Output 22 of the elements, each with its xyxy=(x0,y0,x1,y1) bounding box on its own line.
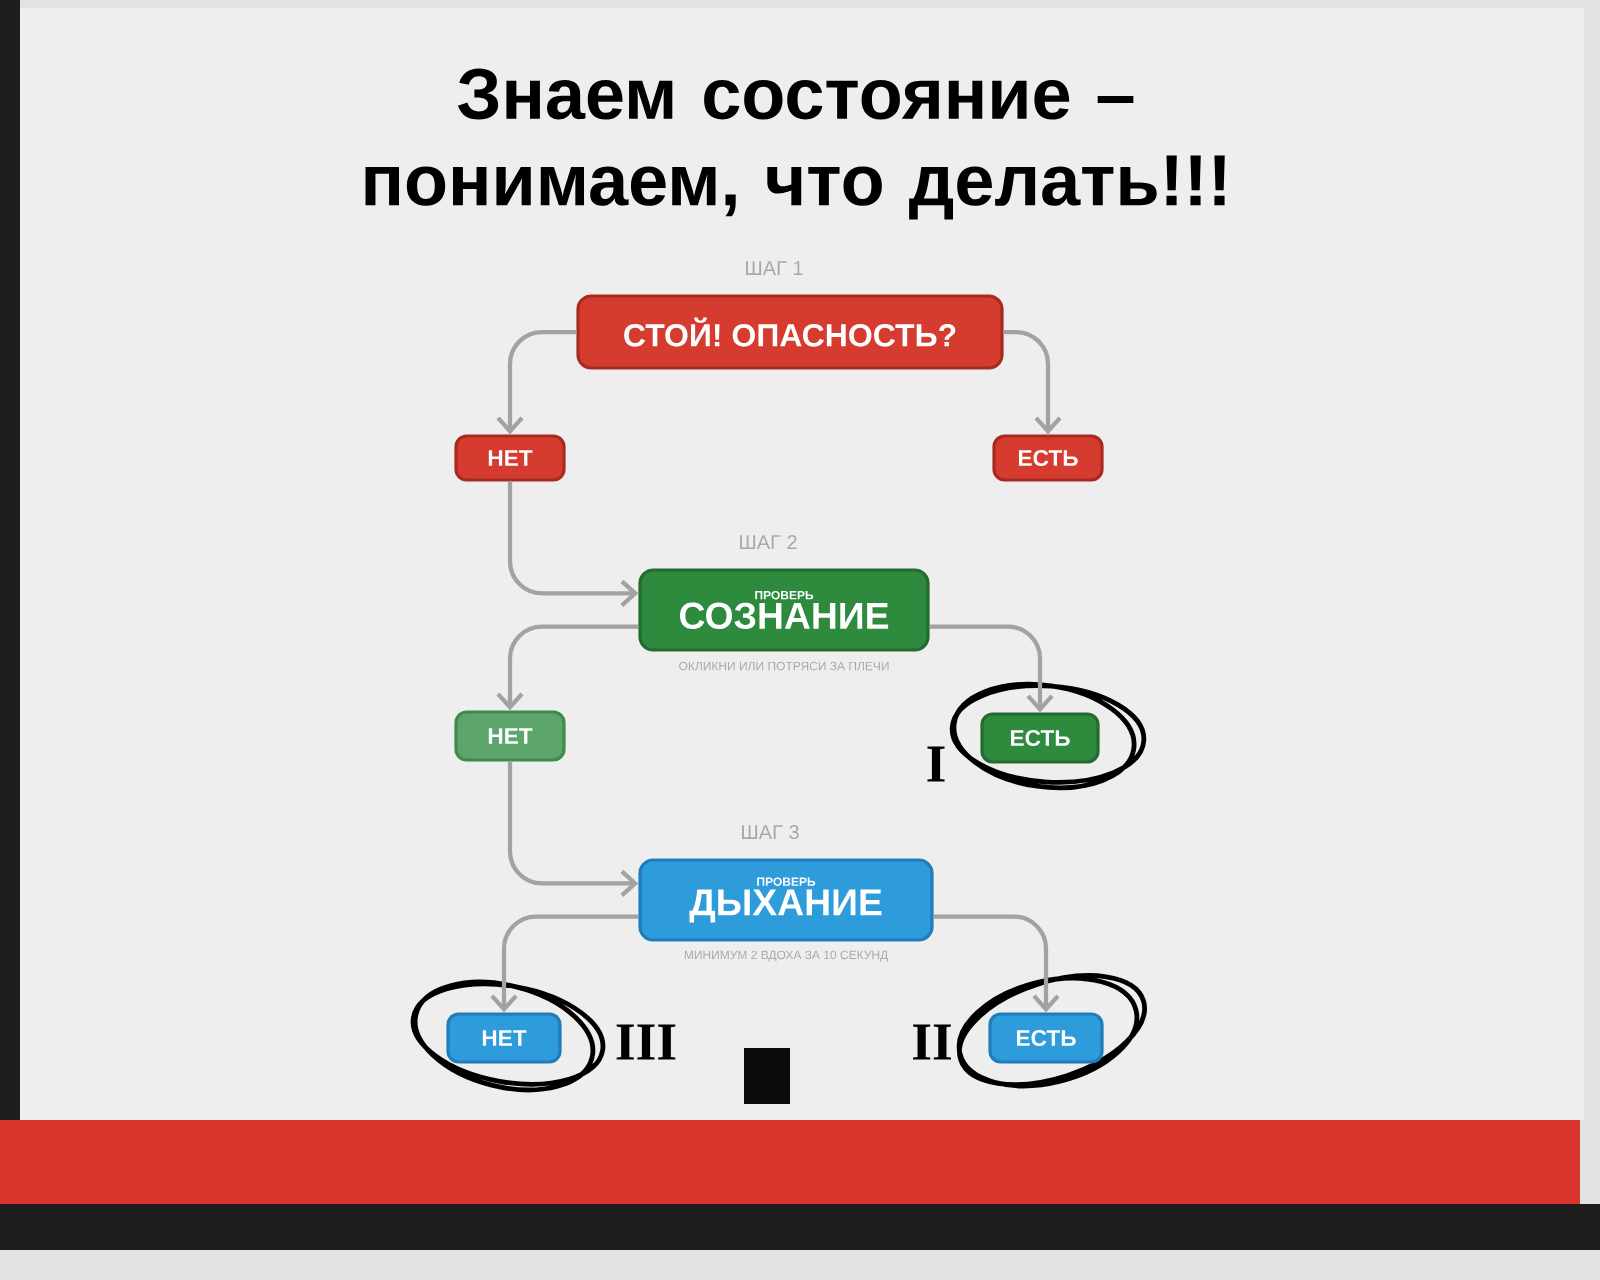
arrow xyxy=(496,329,577,435)
step-heading: ШАГ 2 xyxy=(740,535,797,549)
arrow xyxy=(929,624,1054,713)
arrow xyxy=(1003,329,1062,435)
answer-box: ЕСТЬ xyxy=(988,1012,1104,1064)
process-box: СТОЙ! ОПАСНОСТЬ? xyxy=(576,294,1004,370)
roman-numeral: II xyxy=(913,1024,951,1060)
arrow xyxy=(933,914,1060,1013)
arrow xyxy=(490,914,639,1013)
step-heading: ШАГ 1 xyxy=(746,261,803,275)
answer-box: НЕТ xyxy=(454,710,566,762)
arrow xyxy=(496,624,639,711)
roman-numeral: III xyxy=(616,1024,676,1060)
answer-box: ЕСТЬ xyxy=(980,712,1100,764)
arrow xyxy=(507,761,639,897)
answer-box: ЕСТЬ xyxy=(992,434,1104,482)
answer-box: НЕТ xyxy=(446,1012,562,1064)
arrow xyxy=(507,481,639,607)
step-heading: ШАГ 3 xyxy=(742,824,799,840)
title: Знаем состояние – понимаем, что делать!!! xyxy=(365,68,1225,220)
roman-numeral: I xyxy=(927,746,945,782)
answer-box: НЕТ xyxy=(454,434,566,482)
